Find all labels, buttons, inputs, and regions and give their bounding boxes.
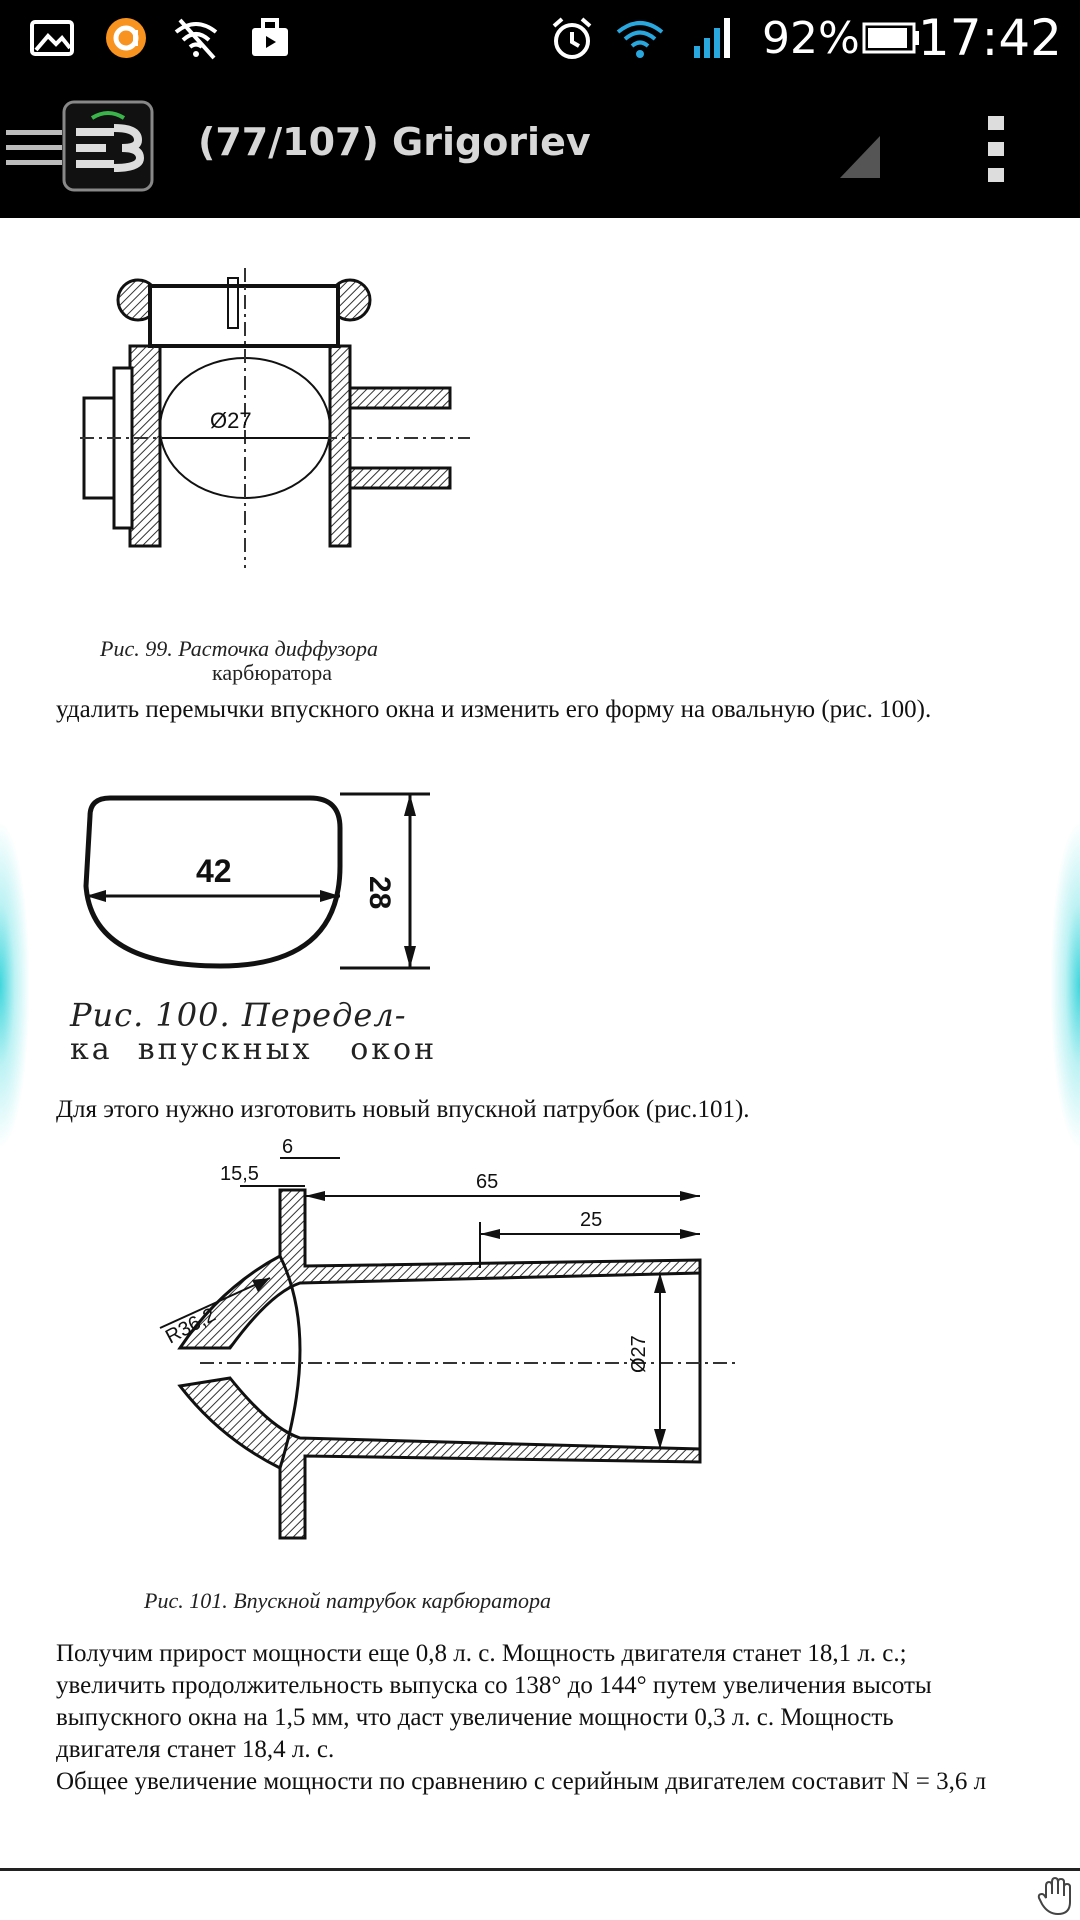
fig100-caption-line1: Рис. 100. Передел-: [70, 996, 407, 1034]
wifi-off-icon: [174, 18, 218, 60]
fig99-caption-line2: карбюратора: [212, 660, 333, 685]
wifi-icon: [616, 21, 664, 58]
battery-percent: 92%: [762, 13, 860, 64]
alarm-icon: [552, 17, 592, 59]
clock: 17:42: [917, 9, 1062, 67]
image-icon: [30, 20, 74, 56]
paragraph-1: удалить перемычки впускного окна и измен…: [56, 696, 932, 723]
paragraph-3-line-1: Получим прирост мощности еще 0,8 л. с. М…: [56, 1640, 907, 1667]
status-bar: 92% 17:42: [0, 0, 1080, 76]
fig100-caption-line2: ка впускных окон: [70, 1032, 438, 1067]
paragraph-3-line-2: увеличить продолжительность выпуска со 1…: [56, 1672, 932, 1699]
notification-app-icon: [106, 18, 146, 58]
hand-pan-icon[interactable]: [1036, 1876, 1076, 1916]
paragraph-3-line-3: выпускного окна на 1,5 мм, что даст увел…: [56, 1704, 894, 1731]
page-turn-left-glow[interactable]: [0, 820, 30, 1150]
fig99-dimension: Ø27: [210, 408, 252, 433]
document-title: (77/107) Grigoriev: [198, 120, 591, 164]
action-bar: (77/107) Grigoriev: [0, 76, 1080, 218]
page-divider: [0, 1868, 1080, 1871]
figure-99-drawing: Ø27: [80, 268, 470, 568]
figure-100-drawing: 42 28: [83, 792, 430, 970]
paragraph-3-line-5: Общее увеличение мощности по сравнению с…: [56, 1768, 987, 1795]
paragraph-2: Для этого нужно изготовить новый впускно…: [56, 1096, 750, 1123]
briefcase-icon: [252, 18, 288, 56]
document-page[interactable]: Ø27 Рис. 99. Расточка диффузора карбюрат…: [0, 218, 1080, 1870]
page-turn-right-glow[interactable]: [1050, 820, 1080, 1150]
fig101-caption: Рис. 101. Впускной патрубок карбюратора: [144, 1588, 552, 1613]
fig101-dim-65: 65: [476, 1171, 498, 1193]
fig101-dim-6: 6: [282, 1138, 293, 1158]
fig101-dim-25: 25: [580, 1209, 602, 1231]
signal-icon: [694, 18, 730, 58]
battery-icon: [862, 22, 919, 54]
fig100-width-dim: 42: [196, 853, 232, 889]
fig99-caption-line1: Рис. 99. Расточка диффузора: [100, 636, 379, 661]
fig101-dim-diameter: Ø27: [628, 1335, 650, 1373]
menu-icon[interactable]: [6, 128, 62, 168]
dropdown-corner-icon: [840, 136, 880, 178]
fig100-height-dim: 28: [363, 876, 396, 909]
ebook-app-logo-icon[interactable]: [62, 100, 154, 192]
figure-101-drawing: 6 15,5 65 25 R36,2 Ø27: [159, 1138, 740, 1540]
overflow-menu-icon[interactable]: [984, 114, 1008, 184]
fig101-dim-15-5: 15,5: [220, 1163, 259, 1185]
paragraph-3-line-4: двигателя станет 18,4 л. с.: [56, 1736, 335, 1763]
